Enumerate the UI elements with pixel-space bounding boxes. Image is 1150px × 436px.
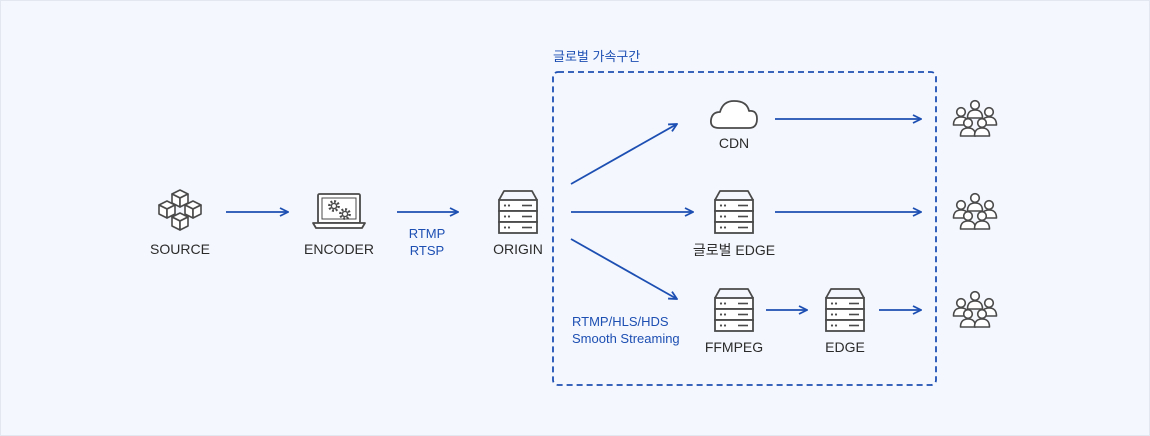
users-group-icon-global-edge (954, 194, 997, 229)
acceleration-zone-title: 글로벌 가속구간 (553, 49, 641, 64)
cloud-icon (710, 100, 758, 129)
source-label: SOURCE (150, 241, 210, 257)
origin-server-icon (498, 190, 538, 234)
global-edge-server-icon (714, 190, 754, 234)
delivery-protocol-2: Smooth Streaming (572, 331, 680, 346)
edge-server-icon (825, 288, 865, 332)
users-group-icon-edge (954, 292, 997, 327)
delivery-protocols: RTMP/HLS/HDS Smooth Streaming (572, 313, 680, 347)
cdn-label: CDN (718, 135, 750, 151)
arrow-origin-cdn (570, 124, 677, 185)
global-edge-label: 글로벌 EDGE (692, 242, 776, 258)
acceleration-zone-border (552, 71, 937, 386)
ingest-protocol-rtmp: RTMP (408, 226, 446, 241)
ffmpeg-label: FFMPEG (704, 339, 764, 355)
users-group-icon-cdn (954, 101, 997, 136)
ffmpeg-server-icon (714, 288, 754, 332)
ingest-protocol-rtsp: RTSP (409, 243, 445, 258)
encoder-label: ENCODER (303, 241, 375, 257)
arrow-origin-ffmpeg (570, 238, 677, 299)
ingest-protocols: RTMP RTSP (409, 225, 446, 259)
cubes-icon (158, 189, 202, 231)
origin-label: ORIGIN (493, 241, 543, 257)
delivery-protocol-1: RTMP/HLS/HDS (572, 314, 669, 329)
laptop-gears-icon (312, 193, 366, 229)
edge-label: EDGE (825, 339, 865, 355)
